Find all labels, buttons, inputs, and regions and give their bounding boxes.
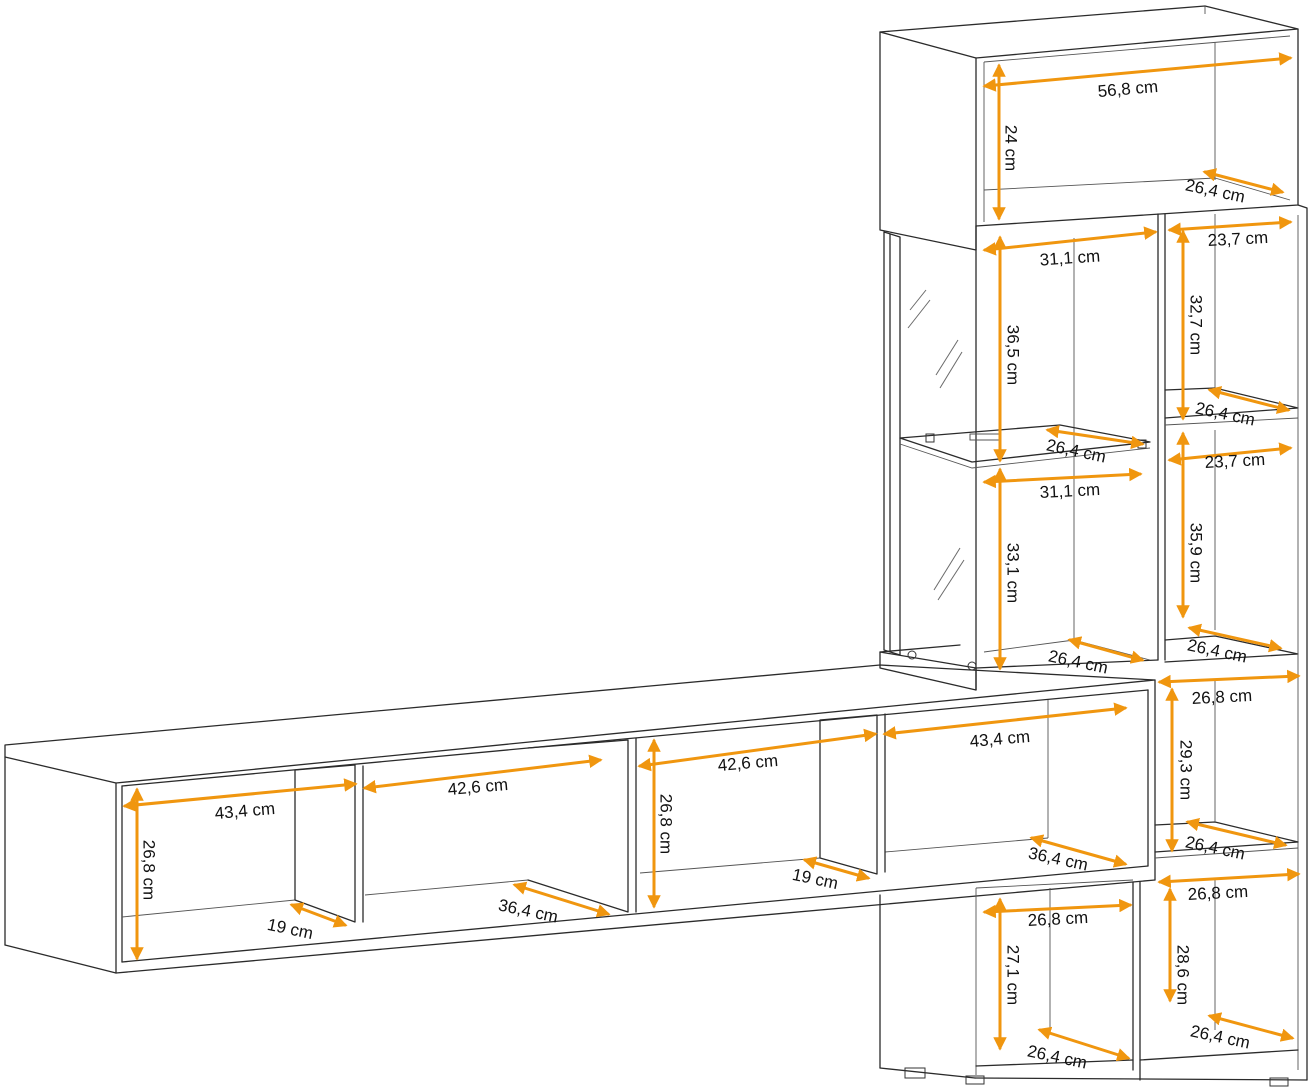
tv-board <box>4 664 1156 974</box>
dimension-label: 36,4 cm <box>1027 843 1090 874</box>
dimension-label: 27,1 cm <box>1004 945 1023 1005</box>
dimension-label: 32,7 cm <box>1187 295 1206 355</box>
dimension-label: 24 cm <box>1002 125 1021 171</box>
glass-shelf <box>899 424 1151 469</box>
dimension-arrow <box>982 467 1143 489</box>
dimension-lines <box>122 52 1301 1062</box>
dimension-label: 31,1 cm <box>1039 246 1101 269</box>
dimension-label: 56,8 cm <box>1097 77 1159 101</box>
dimension-arrow <box>1207 386 1291 414</box>
dimension-arrow <box>512 881 611 918</box>
dimension-label: 28,6 cm <box>1174 945 1193 1005</box>
dimension-label: 26,4 cm <box>1194 398 1257 429</box>
dimension-label: 36,5 cm <box>1004 325 1023 385</box>
dimension-arrow <box>1187 623 1283 653</box>
dimension-label: 43,4 cm <box>969 727 1031 751</box>
dimension-arrow <box>1157 867 1301 889</box>
dimension-arrow <box>982 52 1293 92</box>
top-cabinet <box>879 5 1299 251</box>
dimension-label: 26,8 cm <box>1027 908 1088 930</box>
dimension-arrow <box>1157 669 1301 689</box>
dimension-label: 19 cm <box>266 915 315 943</box>
dimension-arrow <box>982 226 1158 256</box>
dimension-arrow <box>1185 817 1288 850</box>
dimension-label: 23,7 cm <box>1204 450 1265 472</box>
dimension-label: 42,6 cm <box>717 751 779 775</box>
dimension-label: 26,8 cm <box>657 794 676 854</box>
dimension-arrow <box>1037 1026 1131 1062</box>
dimension-label: 35,9 cm <box>1187 523 1206 583</box>
dimension-arrow <box>1167 215 1293 237</box>
dimension-arrow <box>1029 834 1128 868</box>
dimension-label: 26,8 cm <box>1187 882 1248 904</box>
dimension-label: 31,1 cm <box>1039 480 1100 502</box>
dimension-label: 26,4 cm <box>1047 646 1110 677</box>
dimension-arrow <box>122 778 358 812</box>
glass-door <box>879 231 977 691</box>
dimension-label: 26,4 cm <box>1184 832 1247 863</box>
dimension-label: 26,8 cm <box>140 840 159 900</box>
dimension-label: 26,8 cm <box>1191 686 1252 708</box>
dimension-label: 26,4 cm <box>1026 1041 1089 1072</box>
dimension-label: 36,4 cm <box>497 895 560 926</box>
dimension-label: 42,6 cm <box>447 775 509 799</box>
dimension-arrow <box>289 902 348 928</box>
dimension-label: 43,4 cm <box>214 799 276 823</box>
dimension-arrow <box>1045 424 1145 450</box>
dimension-arrow <box>1207 1012 1295 1042</box>
dimension-label: 33,1 cm <box>1004 543 1023 603</box>
dimension-arrow <box>982 898 1133 919</box>
lower-towers <box>879 680 1308 1087</box>
dimension-arrow <box>1067 636 1145 664</box>
dimension-arrow <box>637 728 878 772</box>
dimension-arrow <box>362 754 603 794</box>
dimension-arrow <box>1167 442 1293 466</box>
dimension-arrow <box>1202 168 1285 196</box>
dimension-label: 29,3 cm <box>1177 740 1196 800</box>
dimension-label: 23,7 cm <box>1207 228 1268 250</box>
dimension-arrow <box>882 702 1128 740</box>
dimension-arrow <box>802 856 871 882</box>
dimension-label: 26,4 cm <box>1045 435 1108 466</box>
dimension-labels: 56,8 cm 24 cm 26,4 cm 31,1 cm 23,7 cm 36,5 cm… <box>140 77 1269 1073</box>
